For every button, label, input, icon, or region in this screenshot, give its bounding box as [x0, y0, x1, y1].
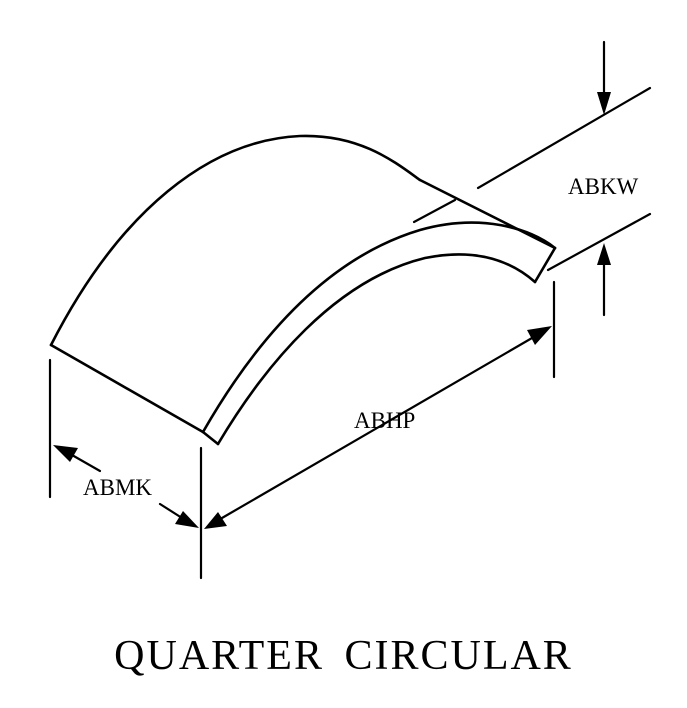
diagram-caption: QUARTER CIRCULAR	[114, 633, 573, 679]
abkw-ext-upper-dash	[412, 198, 457, 224]
outer-arc	[49, 134, 422, 347]
abmk-dim-line-upper	[70, 453, 102, 473]
part-outline	[49, 134, 557, 446]
abhp-dimension: ABHP	[199, 280, 556, 580]
front-upper-arc	[201, 221, 557, 434]
abhp-arrow-right-head	[527, 326, 552, 345]
top-back-edge	[418, 178, 557, 250]
front-thickness-edge	[201, 430, 220, 446]
abkw-ext-upper	[476, 86, 652, 190]
abkw-arrow-bottom-head	[597, 243, 611, 265]
abhp-label: ABHP	[354, 408, 415, 433]
abmk-label: ABMK	[83, 475, 152, 500]
abmk-arrow-right-head	[175, 511, 199, 528]
abhp-arrow-left-head	[204, 512, 227, 529]
left-bottom-edge	[49, 343, 205, 434]
abmk-dimension: ABMK	[48, 358, 199, 528]
abhp-dim-line	[220, 336, 534, 520]
abmk-dim-line-lower	[158, 502, 184, 520]
abmk-arrow-left-head	[53, 445, 78, 462]
abkw-ext-lower	[546, 212, 652, 272]
front-lower-arc	[216, 253, 537, 446]
abkw-label: ABKW	[568, 174, 639, 199]
abkw-arrow-top-head	[597, 92, 611, 115]
right-thickness-edge	[533, 246, 557, 284]
abkw-dimension: ABKW	[412, 40, 652, 317]
